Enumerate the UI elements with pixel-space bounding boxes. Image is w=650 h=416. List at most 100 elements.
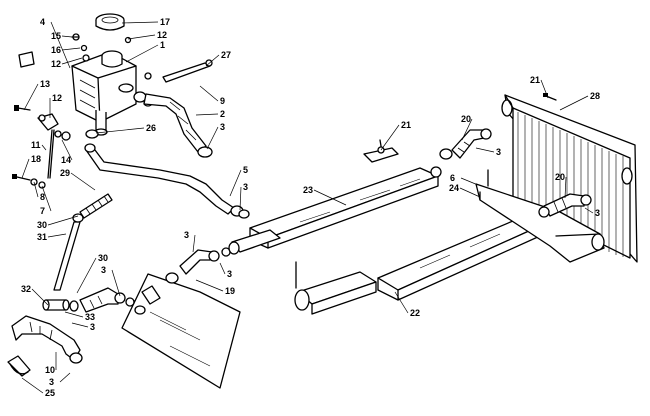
callout-c12a: 12 xyxy=(51,59,61,69)
callout-c3f: 3 xyxy=(227,269,232,279)
hose-19 xyxy=(165,247,231,284)
heat-exchanger-28 xyxy=(501,94,638,263)
callout-leader-c28 xyxy=(559,95,589,111)
callout-leader-c3b xyxy=(239,186,242,211)
callout-leader-c17 xyxy=(121,21,159,24)
callout-leader-c6 xyxy=(460,177,479,186)
callout-c1: 1 xyxy=(160,40,165,50)
callout-c26: 26 xyxy=(146,123,156,133)
callout-c15: 15 xyxy=(51,31,61,41)
callout-c24: 24 xyxy=(449,183,459,193)
callout-c3h: 3 xyxy=(90,322,95,332)
callout-c16: 16 xyxy=(51,45,61,55)
callout-labels: 4151612171212791312232611141829873031532… xyxy=(21,17,600,398)
callout-leader-c7 xyxy=(41,185,52,212)
fitting-32 xyxy=(42,299,79,312)
callout-leader-c9 xyxy=(199,85,219,102)
callout-c21b: 21 xyxy=(530,75,540,85)
callout-c21a: 21 xyxy=(401,120,411,130)
hose-clip-25 xyxy=(7,355,31,377)
callout-leader-c27 xyxy=(205,54,220,67)
callout-leader-c3f xyxy=(219,262,226,275)
hose-31 xyxy=(53,213,84,291)
callout-c3b: 3 xyxy=(243,182,248,192)
callout-leader-c18 xyxy=(21,158,30,179)
hose-20-top xyxy=(439,128,492,160)
callout-c9: 9 xyxy=(220,96,225,106)
callout-leader-c3g xyxy=(111,269,121,297)
callout-leader-c13 xyxy=(23,83,39,111)
callout-leader-c25 xyxy=(21,377,44,394)
callout-c31: 31 xyxy=(37,232,47,242)
callout-leader-c11 xyxy=(41,144,47,151)
callout-c19: 19 xyxy=(225,286,235,296)
callout-c5: 5 xyxy=(243,165,248,175)
callout-c3e: 3 xyxy=(184,230,189,240)
callout-leader-c23 xyxy=(313,189,347,206)
callout-c18: 18 xyxy=(31,154,41,164)
callout-c3c: 3 xyxy=(496,147,501,157)
callout-c17: 17 xyxy=(160,17,170,27)
callout-leader-c21a xyxy=(380,124,400,151)
callout-c12c: 12 xyxy=(52,93,62,103)
skid-panel xyxy=(121,273,241,389)
callout-c27: 27 xyxy=(221,50,231,60)
tube-assembly-24 xyxy=(475,169,605,263)
callout-leader-c26 xyxy=(95,127,145,134)
callout-leader-c12b xyxy=(127,34,156,40)
callout-leader-c30a xyxy=(47,215,79,226)
connector-tube-left xyxy=(228,229,281,255)
callout-c7: 7 xyxy=(40,206,45,216)
connector-tube-22-left xyxy=(294,261,377,315)
bolt-18-washers xyxy=(12,174,46,189)
hose-10 xyxy=(11,315,83,364)
callout-c23: 23 xyxy=(303,185,313,195)
callout-c20b: 20 xyxy=(555,172,565,182)
screws-washers-tank xyxy=(71,33,152,80)
callout-c25: 25 xyxy=(45,388,55,398)
bleed-screw-21-right xyxy=(543,93,557,101)
callout-leader-c1 xyxy=(125,44,159,63)
callout-leader-c20b xyxy=(564,176,567,199)
callout-leader-c20a xyxy=(461,118,473,141)
callout-c4a: 4 xyxy=(40,17,45,27)
coolant-tank-1 xyxy=(71,50,137,136)
elbow-fitting xyxy=(134,285,161,315)
callout-c13: 13 xyxy=(40,79,50,89)
mounting-plate-4 xyxy=(18,51,35,68)
callout-leader-c22 xyxy=(394,291,409,314)
callout-leader-c8 xyxy=(33,181,39,198)
bracket-13 xyxy=(14,105,71,141)
callout-c3d: 3 xyxy=(595,208,600,218)
callout-leader-c31 xyxy=(47,233,67,238)
callout-leader-c16 xyxy=(61,47,81,51)
callout-c3g: 3 xyxy=(101,265,106,275)
coolant-tube-23 xyxy=(249,166,442,249)
callout-c2: 2 xyxy=(220,109,225,119)
callout-leader-c19 xyxy=(195,279,224,292)
callout-c3i: 3 xyxy=(49,377,54,387)
callout-leader-c5 xyxy=(229,169,242,197)
callout-leader-c15 xyxy=(61,35,73,38)
radiator-cap-17 xyxy=(95,13,125,31)
callout-c8: 8 xyxy=(40,192,45,202)
hose-2 xyxy=(143,93,213,158)
callout-leader-c3c xyxy=(475,147,495,153)
callout-c10: 10 xyxy=(45,365,55,375)
callout-leader-c21b xyxy=(540,79,549,99)
callout-c28: 28 xyxy=(590,91,600,101)
callout-leader-c4a xyxy=(50,21,71,69)
callout-leader-c12a xyxy=(61,57,83,65)
callout-leader-c3e xyxy=(192,234,196,253)
callout-c30b: 30 xyxy=(98,253,108,263)
callout-leader-c2 xyxy=(195,113,219,116)
callout-c32: 32 xyxy=(21,284,31,294)
hose-29 xyxy=(79,193,113,219)
callout-leader-c3i xyxy=(59,372,71,383)
callout-leader-c24 xyxy=(459,187,481,198)
callout-c12b: 12 xyxy=(157,30,167,40)
rod-11 xyxy=(47,129,55,179)
coolant-tube-22 xyxy=(377,217,541,301)
bleed-fitting-21-center xyxy=(363,139,399,163)
